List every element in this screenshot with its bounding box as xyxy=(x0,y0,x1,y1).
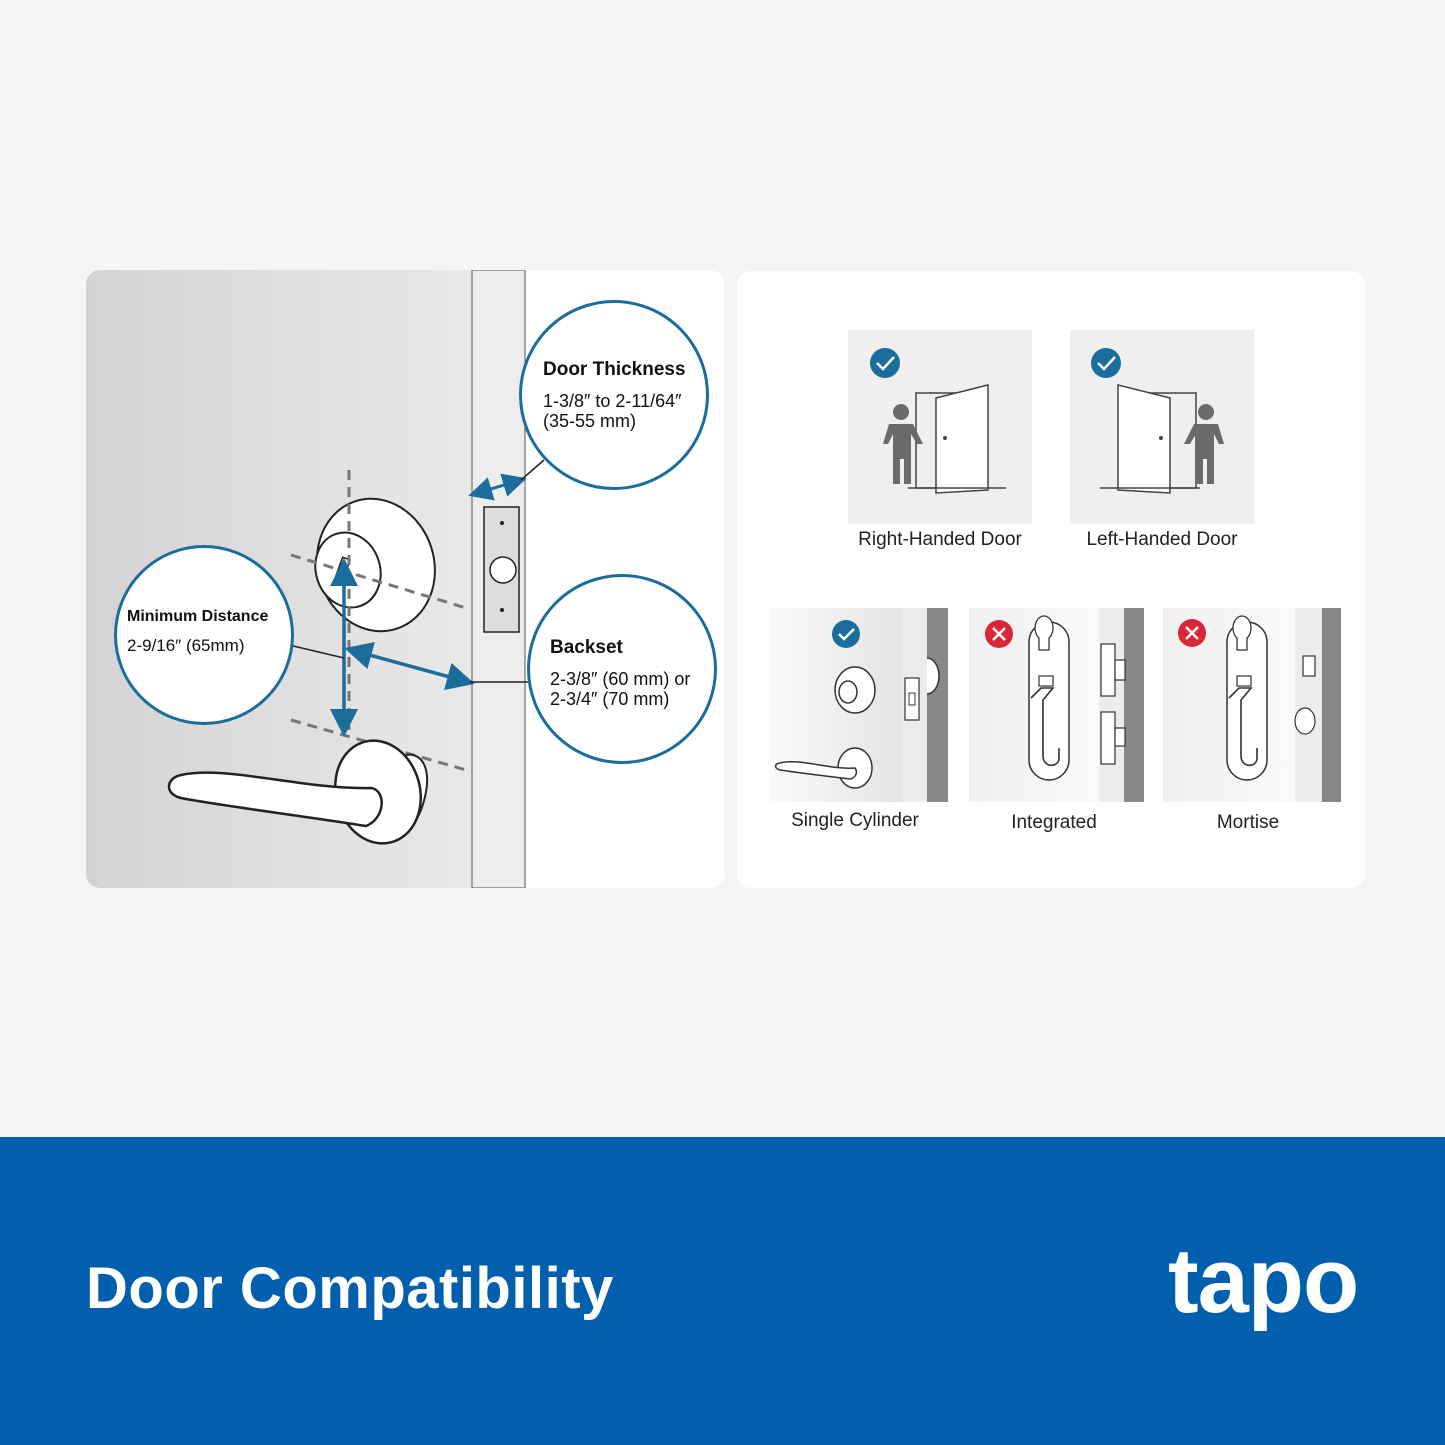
check-icon xyxy=(870,348,900,378)
measurement-diagram-panel: Door Thickness 1-3/8″ to 2-11/64″ (35-55… xyxy=(86,270,724,888)
right-handed-door-label: Right-Handed Door xyxy=(858,529,1022,550)
person-at-door-icon xyxy=(1100,384,1224,494)
single-cylinder-label: Single Cylinder xyxy=(791,810,919,831)
left-handed-door-label: Left-Handed Door xyxy=(1086,529,1238,550)
compatibility-panel: Right-Handed Door Left-Handed Door xyxy=(737,271,1365,888)
door-edge-illustration xyxy=(86,270,545,888)
door-thickness-callout: Door Thickness 1-3/8″ to 2-11/64″ (35-55… xyxy=(519,300,709,490)
page-title: Door Compatibility xyxy=(86,1256,614,1321)
door-thickness-value: 1-3/8″ to 2-11/64″ xyxy=(543,391,682,411)
person-at-door-icon xyxy=(883,384,1006,494)
brand-logo: tapo xyxy=(1168,1230,1359,1332)
check-icon xyxy=(1091,348,1121,378)
cross-icon xyxy=(985,620,1013,648)
minimum-distance-title: Minimum Distance xyxy=(127,608,269,625)
backset-value: 2-3/8″ (60 mm) or xyxy=(550,669,691,689)
integrated-label: Integrated xyxy=(1011,812,1097,833)
integrated-tile xyxy=(969,608,1144,802)
right-handed-door-tile xyxy=(848,330,1032,524)
mortise-tile xyxy=(1163,608,1341,802)
backset-title: Backset xyxy=(550,637,623,658)
left-handed-door-tile xyxy=(1070,330,1254,524)
backset-value-alt: 2-3/4″ (70 mm) xyxy=(550,689,670,709)
cross-icon xyxy=(1178,619,1206,647)
minimum-distance-callout: Minimum Distance 2-9/16″ (65mm) xyxy=(114,545,294,725)
door-thickness-title: Door Thickness xyxy=(543,359,686,380)
backset-callout: Backset 2-3/8″ (60 mm) or 2-3/4″ (70 mm) xyxy=(527,574,717,764)
mortise-label: Mortise xyxy=(1216,812,1280,833)
minimum-distance-value: 2-9/16″ (65mm) xyxy=(127,636,245,655)
footer-banner: Door Compatibility tapo xyxy=(0,1137,1445,1445)
check-icon xyxy=(832,620,860,648)
single-cylinder-tile xyxy=(770,608,948,802)
door-thickness-metric: (35-55 mm) xyxy=(543,411,637,431)
